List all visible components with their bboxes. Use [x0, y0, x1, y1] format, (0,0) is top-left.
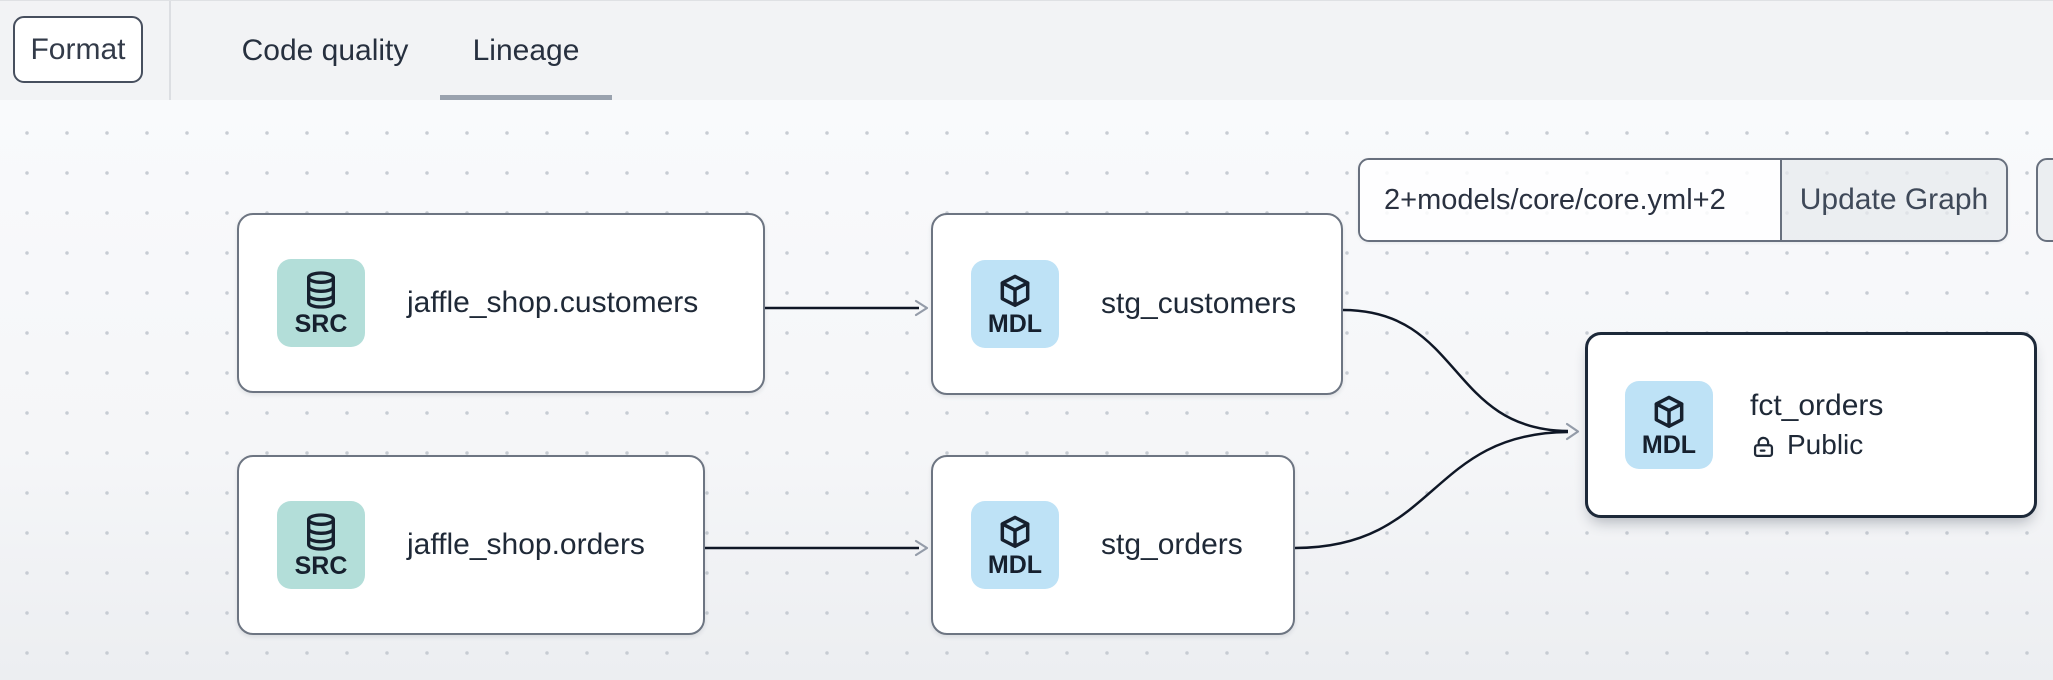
edge-stg-orders-to-fct [1294, 430, 1569, 550]
source-badge: SRC [277, 501, 365, 589]
format-button[interactable]: Format [13, 16, 143, 83]
edge-stg-customers-to-fct [1342, 308, 1569, 433]
model-badge: MDL [971, 260, 1059, 348]
model-badge: MDL [1625, 381, 1713, 469]
arrowhead-stg-orders [914, 539, 929, 557]
cube-icon [1000, 274, 1030, 307]
arrowhead-fct-orders [1565, 422, 1580, 441]
node-source-jaffle-shop-customers[interactable]: SRC jaffle_shop.customers [237, 213, 765, 393]
node-model-stg-orders[interactable]: MDL stg_orders [931, 455, 1295, 635]
unlock-icon [1753, 436, 1774, 457]
node-title: stg_orders [1101, 528, 1243, 561]
node-title: jaffle_shop.orders [407, 528, 645, 561]
editor-toolbar: Format Code quality Lineage [0, 0, 2053, 101]
graph-selector-control: Update Graph [1358, 158, 2008, 242]
arrowhead-stg-customers [914, 299, 929, 317]
toolbar-divider [169, 1, 171, 101]
lineage-canvas[interactable]: SRC jaffle_shop.customers MDL stg_custom… [0, 100, 2053, 680]
tab-lineage[interactable]: Lineage [440, 1, 612, 101]
badge-label: MDL [1641, 430, 1697, 459]
clipped-right-button[interactable] [2036, 158, 2053, 242]
cube-icon [1654, 395, 1684, 428]
node-title: jaffle_shop.customers [407, 286, 699, 319]
database-icon [306, 512, 336, 551]
node-title: fct_orders [1750, 389, 1884, 422]
database-icon [306, 270, 336, 309]
badge-label: SRC [294, 309, 348, 338]
graph-selector-input[interactable] [1360, 160, 1780, 240]
node-title: stg_customers [1101, 287, 1297, 320]
node-model-fct-orders[interactable]: MDL fct_orders Public [1585, 332, 2037, 518]
badge-label: MDL [987, 550, 1043, 579]
tab-code-quality[interactable]: Code quality [241, 34, 409, 67]
update-graph-button[interactable]: Update Graph [1780, 160, 2006, 240]
badge-label: MDL [987, 309, 1043, 338]
node-model-stg-customers[interactable]: MDL stg_customers [931, 213, 1343, 395]
node-source-jaffle-shop-orders[interactable]: SRC jaffle_shop.orders [237, 455, 705, 635]
model-badge: MDL [971, 501, 1059, 589]
cube-icon [1000, 515, 1030, 548]
source-badge: SRC [277, 259, 365, 347]
access-row: Public [1750, 429, 1883, 461]
badge-label: SRC [294, 551, 348, 580]
access-label: Public [1787, 429, 1864, 460]
